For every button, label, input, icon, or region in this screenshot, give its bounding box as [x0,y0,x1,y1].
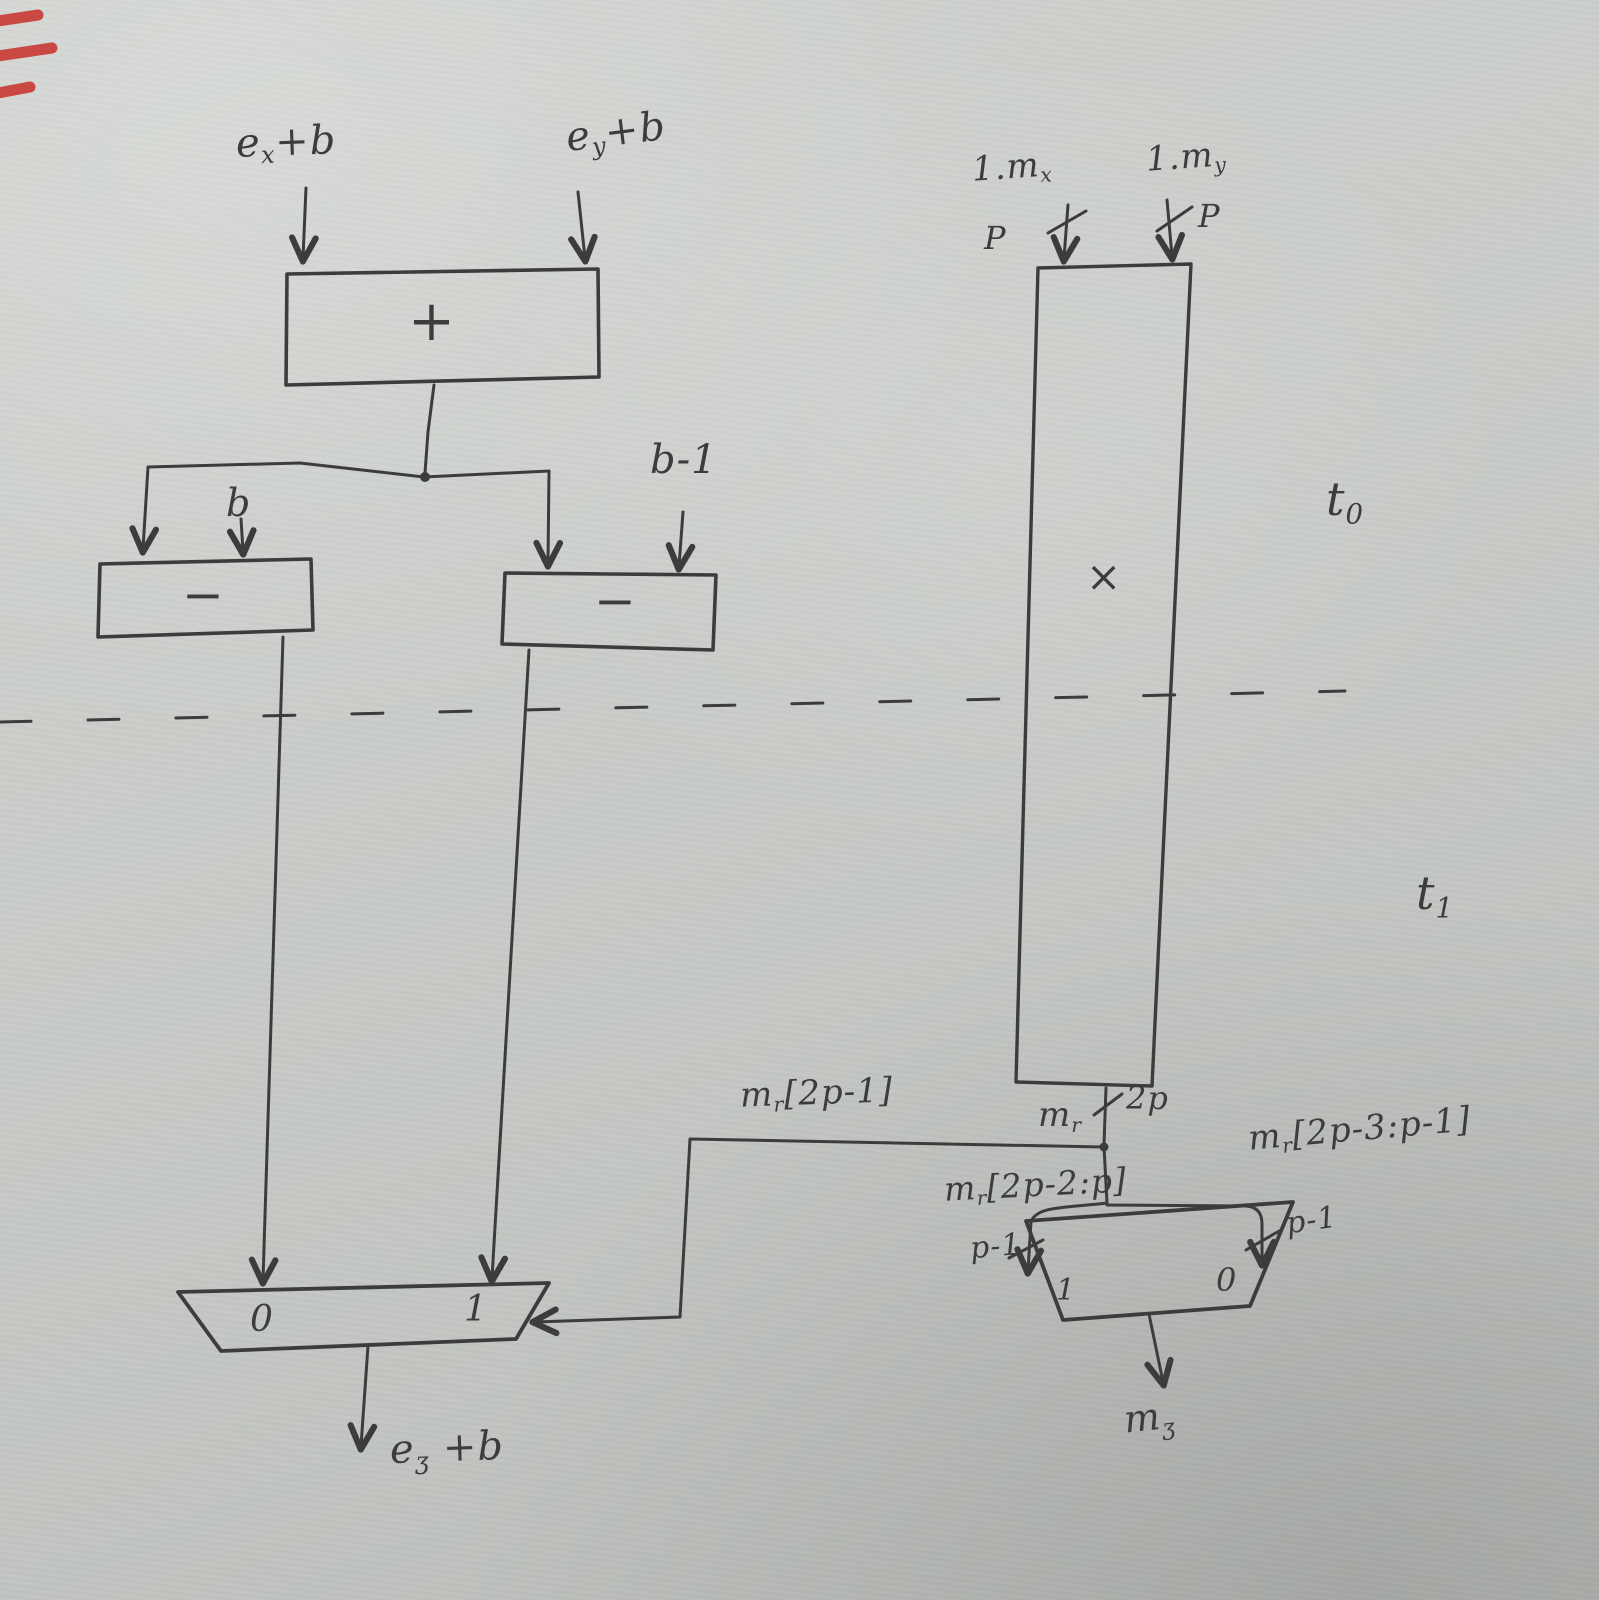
label-multiplier-times: × [1086,552,1122,601]
subtract-left-box [96,557,315,639]
label-msb-tap: mr[2p-1] [739,1070,894,1117]
stage-divider-dashed-line [0,689,1347,724]
wire-mx-input [1050,203,1081,265]
wire-my-input [1155,198,1186,263]
wire-branch-right-subtract [422,469,564,570]
red-edge-marks [0,9,58,99]
label-adder-plus: + [408,289,455,354]
exponent-adder-box [284,267,601,387]
label-exponent-mux-in1: 1 [464,1289,488,1330]
mantissa-mux [1024,1200,1295,1322]
bus-width-tick-slice-right [1244,1228,1283,1252]
label-subtract-left-minus: − [182,566,224,624]
wire-product-output [1102,1086,1108,1146]
multiplier-box [1014,262,1193,1088]
wire-subtract-left-to-mux [248,635,285,1287]
label-width-2p: 2p [1126,1079,1169,1117]
label-mantissa-x-input: 1.mx [970,145,1054,190]
label-mantissa-output: mʒ [1121,1393,1178,1442]
label-product-mr: mr [1038,1095,1082,1138]
label-mantissa-y-input: 1.my [1144,135,1228,180]
label-subtract-right-minus: − [594,572,636,630]
subtract-right-box [500,571,718,652]
label-mantissa-mux-in0: 0 [1216,1261,1238,1299]
bus-width-tick-2p [1092,1092,1124,1117]
wire-product-down [1102,1145,1109,1205]
label-bias-b: b [226,481,252,525]
label-stage-t0: t0 [1326,472,1365,531]
wire-exponent-output [347,1344,378,1453]
wire-mantissa-output [1144,1312,1174,1389]
wire-branch-left-subtract [129,461,426,556]
wire-ey-input [568,190,598,265]
label-width-p-minus-1-right: p-1 [1283,1199,1340,1242]
wire-bias-input [226,517,257,558]
label-stage-t1: t1 [1416,866,1455,925]
wire-subtract-right-to-mux [478,648,531,1285]
label-width-p-left: P [984,219,1007,257]
label-width-p-minus-1-left: p-1 [968,1226,1023,1267]
wire-bias-minus-one-input [665,510,696,573]
wire-adder-output [423,383,436,475]
label-mantissa-mux-in1: 1 [1056,1273,1077,1308]
wire-ex-input [289,186,319,265]
wire-msb-select [529,1137,1106,1337]
label-exponent-mux-in0: 0 [250,1299,274,1340]
label-exponent-x-input: ex+b [235,117,338,170]
bus-width-tick-mx [1046,209,1088,235]
bus-width-tick-my [1155,205,1194,233]
label-bias-b-minus-1: b-1 [650,437,718,483]
label-width-p-right: P [1198,197,1221,235]
label-exponent-output: eʒ +b [389,1423,505,1476]
exponent-mux [176,1281,551,1353]
bus-width-tick-slice-left [1007,1238,1045,1260]
